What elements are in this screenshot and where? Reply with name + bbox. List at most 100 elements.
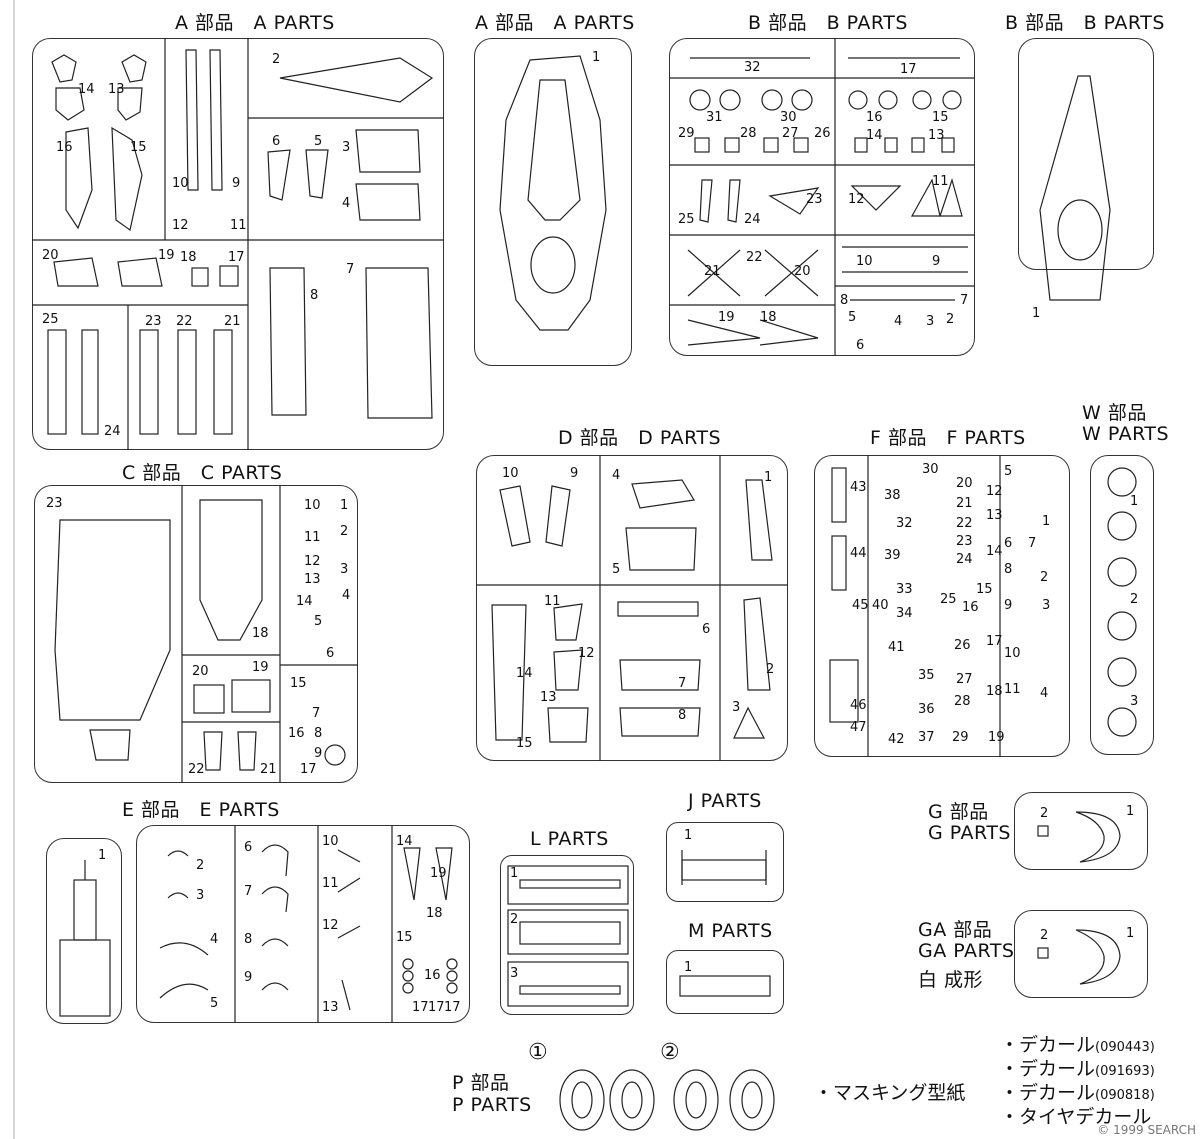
- part-a9: 9: [232, 176, 241, 191]
- decal-note-4: ・タイヤデカール: [1000, 1102, 1151, 1129]
- part-b9: 9: [932, 254, 941, 269]
- part-b16: 16: [866, 110, 883, 125]
- part-c11: 11: [304, 530, 321, 545]
- part-c3: 3: [340, 562, 349, 577]
- part-d5: 5: [612, 562, 621, 577]
- part-d11: 11: [544, 594, 561, 609]
- part-c12: 12: [304, 554, 321, 569]
- part-c23: 23: [46, 496, 63, 511]
- part-c22: 22: [188, 762, 205, 777]
- section-title-b-left: B 部品 B PARTS: [748, 12, 908, 34]
- part-f4: 4: [1040, 686, 1049, 701]
- part-j1: 1: [684, 828, 693, 843]
- part-f18: 18: [986, 684, 1003, 699]
- part-e16: 16: [424, 968, 441, 983]
- section-title-w-line2: W PARTS: [1082, 423, 1170, 445]
- part-f28: 28: [954, 694, 971, 709]
- part-a22: 22: [176, 314, 193, 329]
- decal-note-3: ・デカール(090818): [1000, 1078, 1155, 1105]
- part-a2: 2: [272, 52, 281, 67]
- part-l2: 2: [510, 912, 519, 927]
- part-e17a: 17: [412, 1000, 429, 1015]
- part-a19: 19: [158, 248, 175, 263]
- decal-note-3-code: (090818): [1095, 1088, 1155, 1103]
- part-l3: 3: [510, 966, 519, 981]
- part-c21: 21: [260, 762, 277, 777]
- masking-note: ・マスキング型紙: [814, 1082, 966, 1104]
- part-f8: 8: [1004, 562, 1013, 577]
- part-a23: 23: [145, 314, 162, 329]
- decal-note-2-label: ・デカール: [1000, 1058, 1096, 1080]
- part-d7: 7: [678, 676, 687, 691]
- part-a8: 8: [310, 288, 319, 303]
- part-f3: 3: [1042, 598, 1051, 613]
- part-f47: 47: [850, 720, 867, 735]
- part-b10: 10: [856, 254, 873, 269]
- part-c9: 9: [314, 746, 323, 761]
- part-f9: 9: [1004, 598, 1013, 613]
- part-f46: 46: [850, 698, 867, 713]
- part-b5: 5: [848, 310, 857, 325]
- part-d14: 14: [516, 666, 533, 681]
- section-title-ga-line1: GA 部品: [918, 919, 993, 941]
- part-f16: 16: [962, 600, 979, 615]
- part-c13: 13: [304, 572, 321, 587]
- part-b3: 3: [926, 314, 935, 329]
- part-c2: 2: [340, 524, 349, 539]
- part-b23: 23: [806, 192, 823, 207]
- part-f34: 34: [896, 606, 913, 621]
- part-d9: 9: [570, 466, 579, 481]
- part-f13: 13: [986, 508, 1003, 523]
- part-ga1: 1: [1126, 926, 1135, 941]
- part-w3: 3: [1130, 694, 1139, 709]
- part-e11: 11: [322, 876, 339, 891]
- part-w1: 1: [1130, 494, 1139, 509]
- part-d8: 8: [678, 708, 687, 723]
- part-f42: 42: [888, 732, 905, 747]
- sprue-frame-b-left: [669, 38, 975, 356]
- part-a17: 17: [228, 250, 245, 265]
- part-a18: 18: [180, 250, 197, 265]
- part-f41: 41: [888, 640, 905, 655]
- part-f6: 6: [1004, 536, 1013, 551]
- section-title-g-line1: G 部品: [928, 801, 989, 823]
- section-title-g-line2: G PARTS: [928, 822, 1011, 844]
- part-f7: 7: [1028, 536, 1037, 551]
- part-a10: 10: [172, 176, 189, 191]
- part-e18: 18: [426, 906, 443, 921]
- decal-note-4-label: ・タイヤデカール: [1000, 1106, 1152, 1128]
- part-b19: 19: [718, 310, 735, 325]
- part-b11: 11: [932, 174, 949, 189]
- part-d1: 1: [764, 470, 773, 485]
- part-c7: 7: [312, 706, 321, 721]
- part-c10: 10: [304, 498, 321, 513]
- part-c17: 17: [300, 762, 317, 777]
- part-b20: 20: [794, 264, 811, 279]
- section-title-w-line1: W 部品: [1082, 402, 1147, 424]
- section-title-c: C 部品 C PARTS: [122, 462, 283, 484]
- part-e1: 1: [98, 848, 107, 863]
- part-a21: 21: [224, 314, 241, 329]
- part-d15: 15: [516, 736, 533, 751]
- part-e3: 3: [196, 888, 205, 903]
- part-b2: 2: [946, 312, 955, 327]
- sprue-frame-l: [500, 855, 634, 1015]
- part-b14: 14: [866, 128, 883, 143]
- part-f5: 5: [1004, 464, 1013, 479]
- part-w2: 2: [1130, 592, 1139, 607]
- part-e7: 7: [244, 884, 253, 899]
- sprue-frame-e-engine: [46, 838, 122, 1024]
- part-a15: 15: [130, 140, 147, 155]
- part-a24: 24: [104, 424, 121, 439]
- section-title-d: D 部品 D PARTS: [558, 427, 722, 449]
- part-b32: 32: [744, 60, 761, 75]
- part-b6: 6: [856, 338, 865, 353]
- part-b18: 18: [760, 310, 777, 325]
- section-title-j: J PARTS: [688, 790, 762, 812]
- part-c1: 1: [340, 498, 349, 513]
- part-a7: 7: [346, 262, 355, 277]
- sprue-frame-e: [136, 825, 470, 1023]
- part-b17: 17: [900, 62, 917, 77]
- part-d4: 4: [612, 468, 621, 483]
